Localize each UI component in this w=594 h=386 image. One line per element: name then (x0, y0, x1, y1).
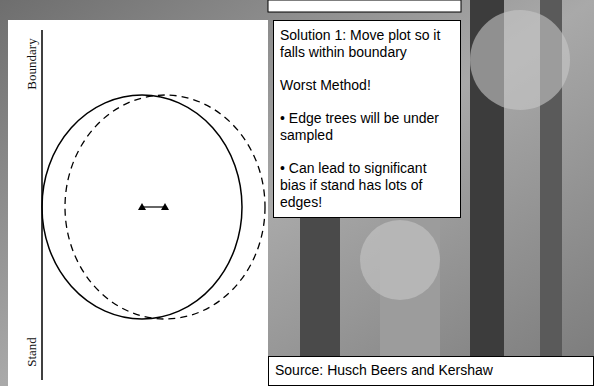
moved-plot-circle (65, 95, 265, 319)
box-heading: Solution 1: Move plot so it falls within… (280, 27, 454, 61)
plot-circle (42, 95, 242, 319)
source-box: Source: Husch Beers and Kershaw (268, 356, 594, 386)
center-marker (161, 203, 169, 210)
box-heading: Source: Husch Beers and Kershaw (275, 362, 587, 379)
box-text: • Can lead to significant bias if stand … (280, 160, 454, 211)
center-marker (138, 203, 146, 210)
diagram-panel (8, 20, 268, 386)
box-text: Worst Method! (280, 77, 454, 94)
text-box: Solution 1: Move plot so it falls within… (273, 20, 461, 218)
boundary-label: Stand (24, 337, 40, 367)
boundary-label: Boundary (24, 38, 40, 89)
shift-line (142, 206, 165, 207)
box-text: • Edge trees will be under sampled (280, 110, 454, 144)
